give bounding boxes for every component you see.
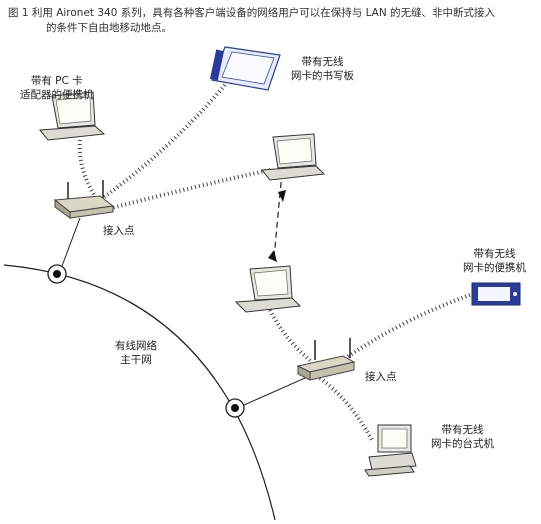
caption-line-2: 的条件下自由地移动地点。 bbox=[46, 22, 172, 34]
roaming-arrow bbox=[268, 171, 286, 262]
backbone-node-1 bbox=[47, 264, 67, 284]
label-laptop-wireless: 带有无线 网卡的便携机 bbox=[463, 248, 526, 274]
wireless-link-laptop-right bbox=[338, 293, 471, 364]
wireless-link-tablet bbox=[98, 83, 227, 202]
backbone-node-2 bbox=[225, 398, 245, 418]
wireless-link-desktop bbox=[318, 376, 374, 441]
label-access-point-1: 接入点 bbox=[103, 225, 135, 237]
laptop-pc-card-icon bbox=[39, 91, 106, 141]
label-backbone: 有线网络 主干网 bbox=[115, 340, 157, 366]
access-point-2-icon bbox=[296, 338, 356, 381]
caption-line-1: 图 1 利用 Aironet 340 系列，具有各种客户端设备的网络用户可以在保… bbox=[8, 7, 496, 19]
laptop-3-icon bbox=[234, 265, 302, 313]
laptop-wireless-icon bbox=[471, 282, 521, 306]
wireless-link-laptop3 bbox=[268, 309, 314, 364]
access-point-1-icon bbox=[53, 180, 115, 219]
desktop-wireless-icon bbox=[364, 424, 417, 477]
wireless-link-laptop2 bbox=[111, 168, 271, 210]
label-laptop-pc-card: 带有 PC 卡 适配器的便携机 bbox=[20, 75, 94, 101]
figure-caption: 图 1 利用 Aironet 340 系列，具有各种客户端设备的网络用户可以在保… bbox=[8, 6, 533, 36]
backbone-arc bbox=[3, 264, 276, 521]
label-desktop-wireless: 带有无线 网卡的台式机 bbox=[431, 424, 494, 450]
label-access-point-2: 接入点 bbox=[365, 371, 397, 383]
tablet-icon bbox=[209, 46, 281, 91]
laptop-2-icon bbox=[261, 133, 326, 181]
wired-link-ap1 bbox=[61, 217, 81, 267]
wired-link-ap2 bbox=[243, 377, 306, 406]
label-tablet-wireless: 带有无线 网卡的书写板 bbox=[291, 56, 354, 82]
wireless-link-laptop1 bbox=[77, 139, 97, 198]
